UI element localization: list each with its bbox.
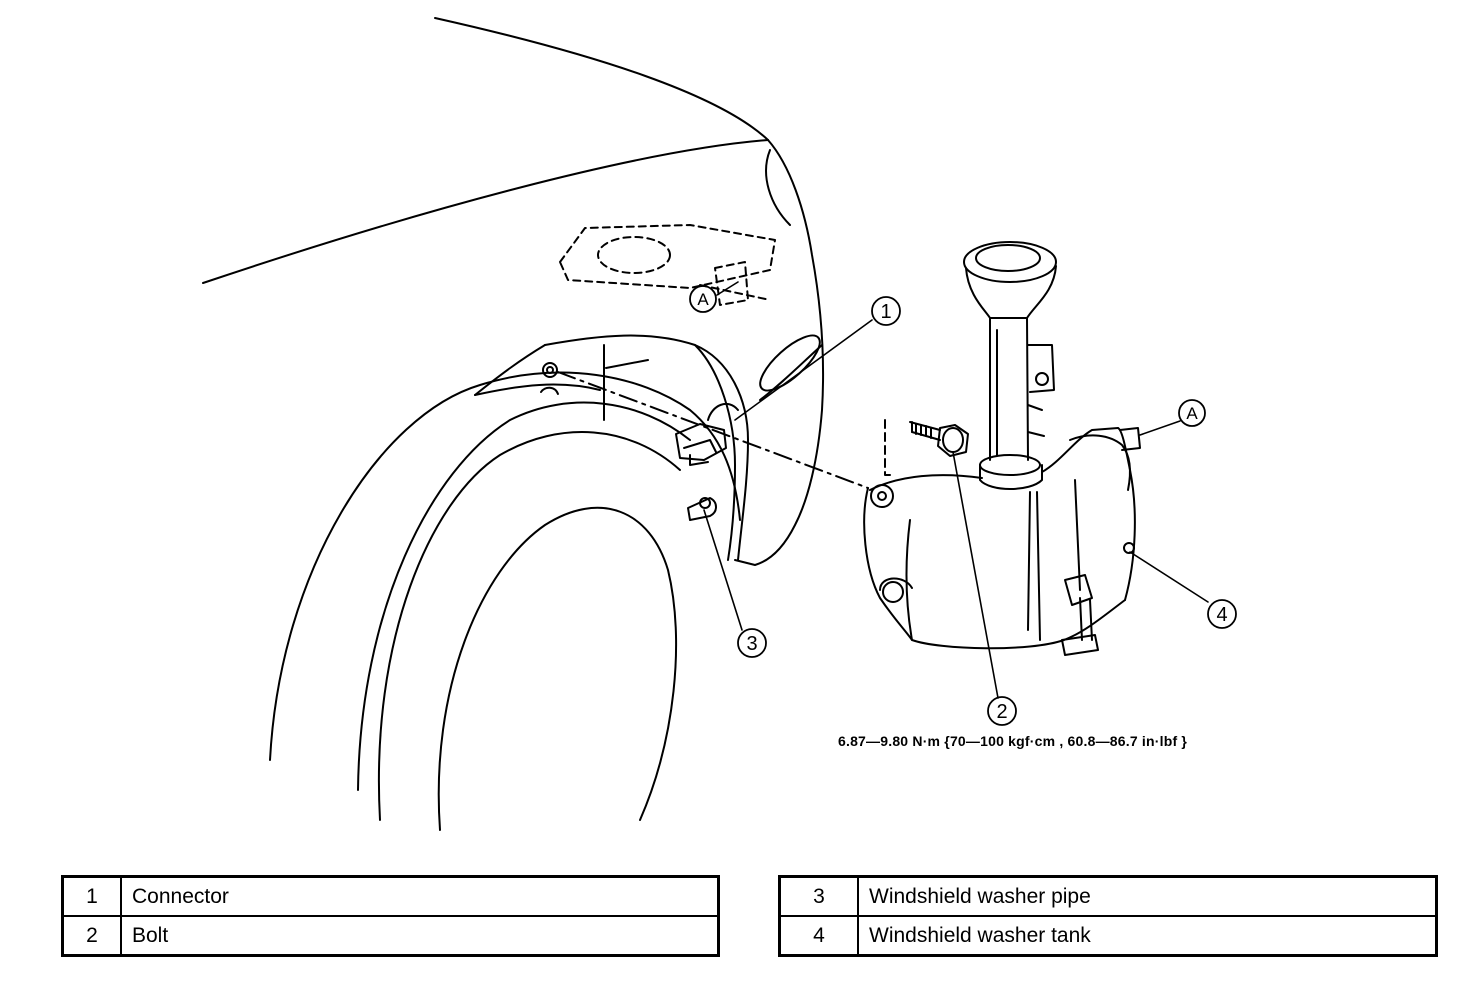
- hidden-features-dashed: [559, 224, 776, 306]
- wheel-and-tire: [269, 344, 741, 831]
- callout-a-right-label: A: [1186, 404, 1198, 423]
- legend-row: 3 Windshield washer pipe: [778, 875, 1438, 917]
- legend-number: 1: [61, 875, 122, 917]
- legend-number: 2: [61, 915, 122, 957]
- bolt-drawing: [884, 419, 969, 476]
- callout-1-circle: [871, 296, 901, 326]
- callout-a-left-circle: [689, 285, 717, 313]
- legend-table-right: 3 Windshield washer pipe 4 Windshield wa…: [778, 875, 1438, 957]
- legend-row: 1 Connector: [61, 875, 720, 917]
- callout-4-circle: [1207, 599, 1237, 629]
- legend-row: 4 Windshield washer tank: [778, 915, 1438, 957]
- callout-2-circle: [987, 696, 1017, 726]
- body-mounting-points: [540, 344, 739, 521]
- washer-tank-assembly: [863, 241, 1141, 656]
- washer-tank-diagram: 1 2 3 4 A A: [202, 17, 1237, 831]
- callout-2-label: 2: [996, 701, 1007, 723]
- legend-label: Connector: [120, 875, 720, 917]
- legend-label: Windshield washer tank: [857, 915, 1438, 957]
- torque-spec: 6.87—9.80 N·m {70—100 kgf·cm , 60.8—86.7…: [838, 733, 1188, 749]
- legend-label: Windshield washer pipe: [857, 875, 1438, 917]
- leader-lines: [703, 281, 1209, 699]
- callout-a-left-label: A: [697, 290, 709, 309]
- callout-3-label: 3: [746, 633, 757, 655]
- callout-3-circle: [737, 628, 767, 658]
- legend-number: 4: [778, 915, 859, 957]
- legend-number: 3: [778, 875, 859, 917]
- callout-a-right-circle: [1178, 399, 1206, 427]
- legend-row: 2 Bolt: [61, 915, 720, 957]
- alignment-line: [557, 371, 869, 489]
- legend-table-left: 1 Connector 2 Bolt: [61, 875, 720, 957]
- callout-4-label: 4: [1216, 604, 1227, 626]
- legend-label: Bolt: [120, 915, 720, 957]
- vehicle-body-lines: [202, 17, 825, 566]
- callout-1-label: 1: [880, 301, 891, 323]
